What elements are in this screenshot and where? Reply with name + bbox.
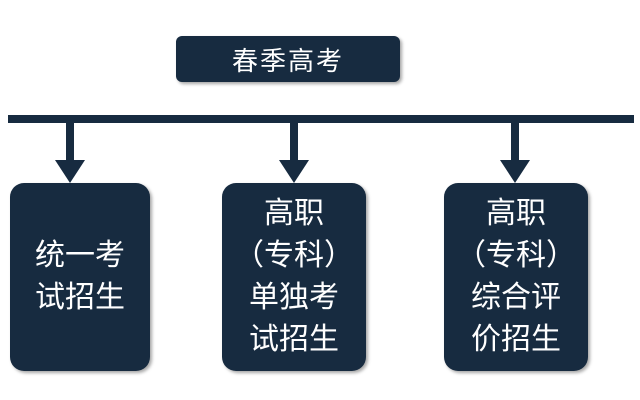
horizontal-connector xyxy=(8,115,634,123)
node-line: 单独考 xyxy=(249,280,339,315)
connector-stem-3 xyxy=(511,123,519,163)
arrow-down-icon xyxy=(279,160,309,183)
child-node-comprehensive-evaluation: 高职 （专科） 综合评 价招生 xyxy=(444,183,588,371)
node-line: 统一考 xyxy=(35,238,125,273)
root-node: 春季高考 xyxy=(176,36,400,82)
node-line: （专科） xyxy=(234,238,354,273)
node-line: 高职 xyxy=(264,196,324,231)
node-line: 试招生 xyxy=(249,322,339,357)
node-line: （专科） xyxy=(456,238,576,273)
connector-stem-1 xyxy=(66,123,74,163)
connector-stem-2 xyxy=(290,123,298,163)
arrow-down-icon xyxy=(500,160,530,183)
root-node-label: 春季高考 xyxy=(231,46,344,77)
arrow-down-icon xyxy=(55,160,85,183)
child-node-independent-exam: 高职 （专科） 单独考 试招生 xyxy=(222,183,366,371)
node-line: 高职 xyxy=(486,196,546,231)
node-line: 综合评 xyxy=(471,280,561,315)
node-line: 试招生 xyxy=(35,280,125,315)
child-node-unified-exam: 统一考 试招生 xyxy=(10,183,150,371)
node-line: 价招生 xyxy=(471,322,561,357)
